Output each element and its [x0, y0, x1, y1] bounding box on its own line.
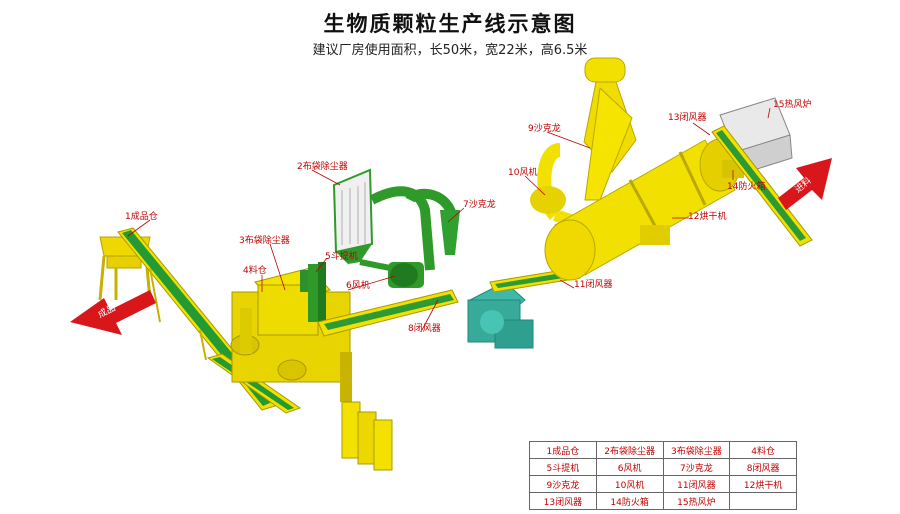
label-dryer-12: 12烘干机 — [688, 212, 727, 222]
legend-cell: 14防火箱 — [595, 492, 664, 510]
bag-dust-collector-2 — [332, 168, 374, 264]
label-fan-10: 10风机 — [508, 168, 538, 178]
label-cyclone-9: 9沙克龙 — [528, 124, 561, 134]
label-bag-dust-collector-3: 3布袋除尘器 — [239, 236, 290, 246]
product-bins — [341, 401, 393, 471]
legend-table: 1成品仓 2布袋除尘器 3布袋除尘器 4料仓 5斗提机 6风机 7沙克龙 8闭风… — [529, 441, 797, 510]
label-airlock-13: 13闭风器 — [668, 113, 707, 123]
feed-in-arrow: 进料 — [778, 158, 832, 210]
label-fire-box-14: 14防火箱 — [727, 182, 766, 192]
label-airlock-11: 11闭风器 — [574, 280, 613, 290]
legend-cell: 8闭风器 — [729, 458, 797, 476]
legend-cell: 1成品仓 — [529, 441, 597, 459]
legend-cell: 3布袋除尘器 — [662, 441, 731, 459]
label-bag-dust-collector-2: 2布袋除尘器 — [297, 162, 348, 172]
label-cyclone-7: 7沙克龙 — [463, 200, 496, 210]
label-fan-6: 6风机 — [346, 281, 370, 291]
page-title: 生物质颗粒生产线示意图 — [323, 12, 577, 36]
label-bucket-elevator: 5斗提机 — [325, 252, 358, 262]
legend-row: 13闭风器 14防火箱 15热风炉 — [529, 492, 797, 510]
label-hot-air-furnace-15: 15热风炉 — [773, 100, 812, 110]
legend-cell: 11闭风器 — [662, 475, 731, 493]
legend-cell: 13闭风器 — [529, 492, 597, 510]
legend-row: 1成品仓 2布袋除尘器 3布袋除尘器 4料仓 — [529, 441, 797, 459]
label-finished-silo: 1成品仓 — [125, 212, 158, 222]
legend-cell: 2布袋除尘器 — [595, 441, 664, 459]
label-airlock-8: 8闭风器 — [408, 324, 441, 334]
legend-cell: 10风机 — [595, 475, 664, 493]
pellet-mill-block — [230, 267, 352, 402]
yellow-cyclone-system — [530, 57, 637, 236]
feed-conveyor — [317, 289, 459, 337]
legend-row: 5斗提机 6风机 7沙克龙 8闭风器 — [529, 458, 797, 476]
legend-cell — [729, 492, 797, 510]
hammer-mill — [467, 281, 534, 349]
legend-cell: 5斗提机 — [529, 458, 597, 476]
leader-lines — [127, 107, 771, 331]
legend-cell: 15热风炉 — [662, 492, 731, 510]
legend-cell: 6风机 — [595, 458, 664, 476]
label-silo-4: 4料仓 — [243, 266, 267, 276]
legend-cell: 7沙克龙 — [662, 458, 731, 476]
legend-cell: 9沙克龙 — [529, 475, 597, 493]
bucket-elevator — [308, 262, 326, 322]
legend-row: 9沙克龙 10风机 11闭风器 12烘干机 — [529, 475, 797, 493]
legend-cell: 12烘干机 — [729, 475, 797, 493]
legend-cell: 4料仓 — [729, 441, 797, 459]
feed-in-conveyor — [711, 125, 813, 247]
green-ductwork — [359, 186, 460, 288]
product-out-arrow: 成品 — [70, 290, 156, 335]
rotary-dryer — [544, 138, 741, 281]
page-subtitle: 建议厂房使用面积，长50米，宽22米，高6.5米 — [312, 43, 588, 58]
